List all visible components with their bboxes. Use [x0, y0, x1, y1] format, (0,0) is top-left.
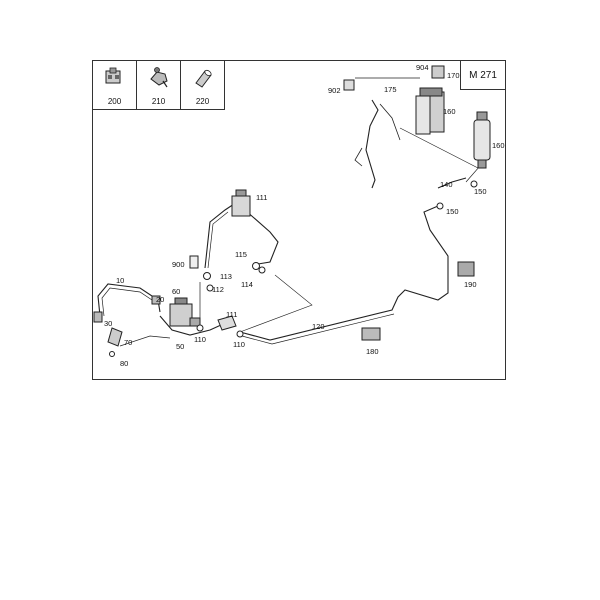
- bracket-190[interactable]: [457, 261, 475, 277]
- callout-904: 904: [416, 63, 429, 72]
- callout-150: 150: [446, 207, 459, 216]
- clamp-110-a[interactable]: [196, 324, 204, 332]
- diagram-frame: 200 210 220 M 271: [92, 60, 506, 380]
- callout-111: 111: [226, 310, 237, 319]
- callout-111: 111: [256, 193, 267, 202]
- clamp-150-b[interactable]: [436, 202, 444, 210]
- callout-175: 175: [384, 85, 397, 94]
- hose-111-lower[interactable]: [217, 315, 237, 331]
- fitting-20[interactable]: [151, 295, 161, 305]
- clip-icon: [150, 67, 168, 88]
- fuel-line-120-parallel: [241, 313, 395, 345]
- leader-line: [239, 274, 313, 333]
- hose-sleeve-icon: [195, 69, 212, 88]
- plug-902[interactable]: [343, 79, 355, 91]
- callout-902: 902: [328, 86, 341, 95]
- clamp-150-a[interactable]: [470, 180, 478, 188]
- clamp-113[interactable]: [203, 272, 211, 280]
- connector-170[interactable]: [431, 65, 445, 79]
- callout-900: 900: [172, 260, 185, 269]
- inset-label: 210: [151, 97, 166, 106]
- inset-label: 200: [107, 97, 122, 106]
- callout-60: 60: [172, 287, 180, 296]
- callout-180: 180: [366, 347, 379, 356]
- model-code-box: M 271: [460, 60, 506, 90]
- fuel-line-111-upper-parallel: [207, 211, 229, 269]
- inset-part-200[interactable]: 200: [92, 60, 137, 110]
- callout-110: 110: [233, 340, 245, 349]
- screw-80[interactable]: [109, 351, 115, 357]
- callout-150: 150: [474, 187, 487, 196]
- fuel-line-50[interactable]: [159, 315, 233, 336]
- callout-labels: 904 170 902 175 160 160 140 150 150 111 …: [104, 63, 505, 368]
- hose-140[interactable]: [437, 177, 467, 189]
- fuel-pump-60[interactable]: [169, 297, 201, 327]
- callout-110: 110: [194, 335, 206, 344]
- bracket-70[interactable]: [107, 327, 123, 347]
- callout-112: 112: [212, 285, 224, 294]
- pressure-damper-111[interactable]: [231, 189, 251, 217]
- callout-120: 120: [312, 322, 325, 331]
- clamp-110-b[interactable]: [236, 330, 244, 338]
- callout-160: 160: [492, 141, 505, 150]
- bracket-icon: [105, 67, 121, 84]
- callout-20: 20: [156, 295, 164, 304]
- wiring-branch: [354, 147, 363, 167]
- leader-line: [399, 127, 479, 169]
- clamp-114[interactable]: [258, 266, 266, 274]
- leader-line: [119, 335, 171, 347]
- callout-170: 170: [447, 71, 460, 80]
- charcoal-canister-160-a[interactable]: [415, 87, 445, 135]
- inset-part-220[interactable]: 220: [180, 60, 225, 110]
- callout-115: 115: [235, 250, 247, 259]
- fuel-filter-160-b[interactable]: [473, 111, 491, 169]
- fuel-line-10[interactable]: [97, 283, 161, 317]
- wiring-branch: [379, 103, 401, 141]
- callout-50: 50: [176, 342, 184, 351]
- callout-70: 70: [124, 338, 132, 347]
- callout-80: 80: [120, 359, 128, 368]
- clip-180[interactable]: [361, 327, 381, 341]
- clamp-112[interactable]: [206, 284, 214, 292]
- callout-140: 140: [440, 180, 453, 189]
- fitting-30[interactable]: [93, 311, 103, 323]
- model-code: M 271: [469, 69, 497, 81]
- label-tag-900[interactable]: [189, 255, 199, 269]
- wiring-harness: [365, 99, 379, 189]
- callout-10: 10: [116, 276, 124, 285]
- clamp-115[interactable]: [252, 262, 260, 270]
- fuel-line-120[interactable]: [239, 205, 449, 341]
- callout-160: 160: [443, 107, 456, 116]
- callout-30: 30: [104, 319, 112, 328]
- callout-114: 114: [241, 280, 253, 289]
- inset-label: 220: [195, 97, 210, 106]
- inset-part-210[interactable]: 210: [136, 60, 181, 110]
- fuel-line-10-parallel: [101, 287, 156, 317]
- callout-190: 190: [464, 280, 477, 289]
- callout-113: 113: [220, 272, 232, 281]
